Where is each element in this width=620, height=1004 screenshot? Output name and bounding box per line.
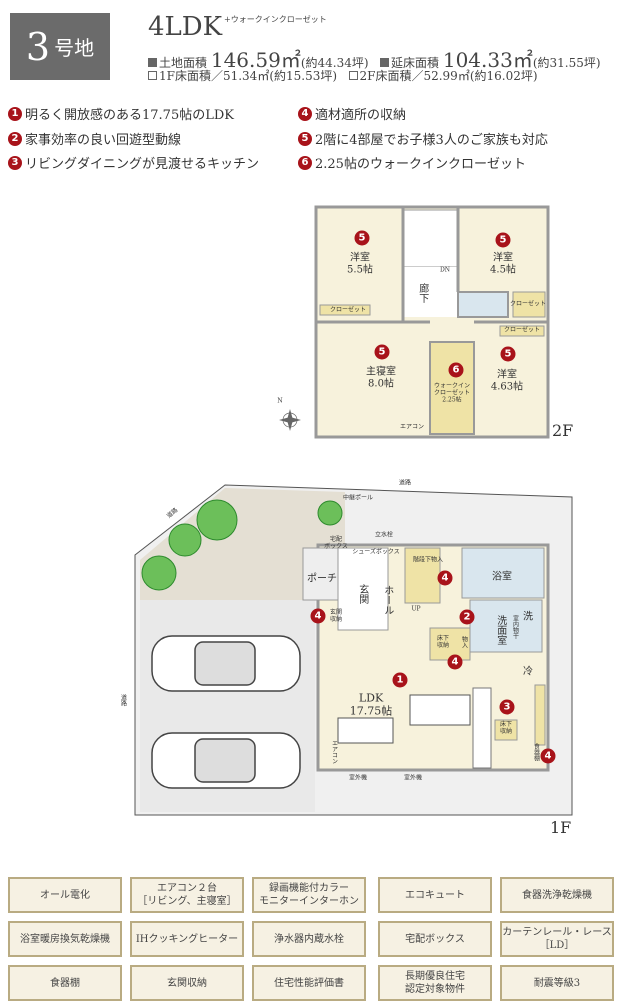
cupboard-label: 食器棚: [532, 743, 540, 761]
equipment-item: 宅配ボックス: [378, 921, 492, 957]
room-western-4-5: 洋室 4.5帖: [490, 252, 516, 276]
feature-badge: 5: [354, 230, 370, 246]
room-master-bedroom: 主寝室 8.0帖: [366, 366, 396, 390]
floor-storage-label: 床下 収納: [436, 635, 450, 649]
outdoor-unit-label: 室外機: [403, 774, 423, 782]
kitchen-floor-storage-label: 床下 収納: [499, 721, 513, 735]
feature-badge: 4: [437, 570, 453, 586]
lot-number-box: 3 号地: [10, 13, 110, 80]
car-icon: [151, 635, 301, 789]
air-conditioner-label: エアコン: [399, 423, 425, 431]
feature-badge: 4: [447, 654, 463, 670]
compass-icon: [279, 409, 301, 431]
equipment-item: 録画機能付カラー モニターインターホン: [252, 877, 366, 913]
lot-suffix: 号地: [54, 36, 95, 60]
washroom-label: 洗面室: [494, 615, 506, 645]
equipment-item: 長期優良住宅 認定対象物件: [378, 965, 492, 1001]
washer-label: 洗: [523, 611, 533, 623]
porch-label: ポーチ: [307, 573, 337, 585]
feature-badge: 1: [392, 672, 408, 688]
equipment-item: エコキュート: [378, 877, 492, 913]
indoor-drying-label: 室内物干: [511, 615, 519, 639]
equipment-item: 耐震等級3: [500, 965, 614, 1001]
equipment-item: 住宅性能評価書: [252, 965, 366, 1001]
equipment-item: オール電化: [8, 877, 122, 913]
under-stairs-storage-label: 階段下物入: [412, 556, 444, 564]
feature-badge: 6: [448, 362, 464, 378]
equipment-item: 食器棚: [8, 965, 122, 1001]
equipment-item: 食器洗浄乾燥機: [500, 877, 614, 913]
feature-badge: 5: [495, 232, 511, 248]
closet-label: クローゼット: [503, 326, 541, 334]
lot-number: 3: [25, 24, 51, 69]
plan-2f: [314, 205, 550, 439]
stairs-up-label: UP: [411, 605, 421, 613]
hall-label: ホール: [381, 585, 393, 615]
fridge-label: 冷: [523, 666, 533, 678]
area-row-2: 1F床面積／51.34㎡(約15.53坪) 2F床面積／52.99㎡(約16.0…: [148, 67, 538, 84]
equipment-item: 玄関収納: [130, 965, 244, 1001]
room-walk-in-closet: ウォークイン クローゼット 2.25帖: [433, 382, 471, 404]
storage-label: 物入: [460, 636, 468, 648]
land-area-value: 146.59㎡: [210, 48, 301, 72]
f2-area: 2F床面積／52.99㎡(約16.02坪): [359, 69, 538, 83]
faucet-label: 立水栓: [374, 531, 394, 539]
feature-badge: 4: [540, 748, 556, 764]
tree-icon: [141, 499, 343, 591]
floor-area-label: 延床面積: [391, 56, 440, 70]
stairs-down-label: DN: [439, 266, 451, 274]
air-conditioner-label: エアコン: [330, 740, 338, 764]
land-area-tsubo: (約44.34坪): [300, 56, 369, 70]
feature-badge: 5: [374, 344, 390, 360]
ldk-label: LDK 17.75帖: [349, 691, 393, 717]
room-western-5-5: 洋室 5.5帖: [347, 252, 373, 276]
feature-badge: 3: [499, 699, 515, 715]
feature-badge: 4: [310, 608, 326, 624]
bathroom-label: 浴室: [492, 571, 512, 583]
compass-north-label: N: [277, 397, 283, 405]
shoe-box-label: シューズボックス: [352, 548, 400, 556]
equipment-item: 浴室暖房換気乾燥機: [8, 921, 122, 957]
layout-note: +ウォークインクローゼット: [224, 15, 327, 24]
outdoor-unit-label: 室外機: [348, 774, 368, 782]
layout-type: 4LDK: [148, 12, 223, 42]
equipment-item: カーテンレール・レース ［LD］: [500, 921, 614, 957]
f1-area: 1F床面積／51.34㎡(約15.53坪): [159, 69, 338, 83]
area-row-1: 土地面積 146.59㎡(約44.34坪) 延床面積 104.33㎡(約31.5…: [148, 44, 601, 73]
floor-area-tsubo: (約31.55坪): [532, 56, 601, 70]
room-western-4-63: 洋室 4.63帖: [490, 369, 524, 393]
equipment-item: 浄水器内蔵水栓: [252, 921, 366, 957]
relay-pole-label: 中継ポール: [342, 494, 374, 502]
feature-badge: 5: [500, 346, 516, 362]
land-area-label: 土地面積: [159, 56, 208, 70]
closet-label: クローゼット: [509, 300, 547, 308]
road-label: 道路: [398, 479, 412, 487]
equipment-item: IHクッキングヒーター: [130, 921, 244, 957]
floor-label-1f: 1F: [550, 818, 572, 837]
floor-area-value: 104.33㎡: [442, 48, 533, 72]
feature-badge: 2: [459, 609, 475, 625]
entrance-storage-label: 玄関 収納: [329, 609, 343, 623]
entrance-label: 玄関: [356, 584, 368, 604]
delivery-box-label: 宅配 ボックス: [324, 536, 348, 550]
road-label: 道路: [119, 694, 127, 706]
closet-label: クローゼット: [329, 306, 367, 314]
floor-label-2f: 2F: [552, 421, 574, 440]
equipment-item: エアコン２台 ［リビング、主寝室］: [130, 877, 244, 913]
room-hallway: 廊下: [416, 283, 428, 303]
